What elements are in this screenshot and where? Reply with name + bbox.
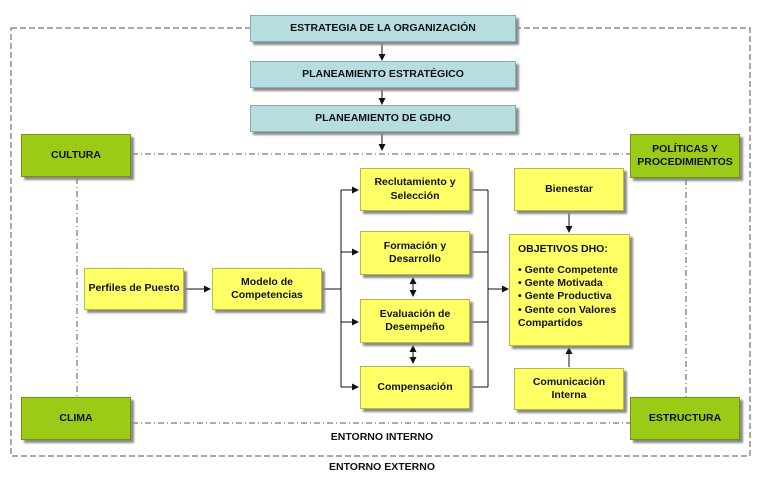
policies-label: POLÍTICAS Y PROCEDIMIENTOS — [637, 142, 733, 168]
evaluation-label: Evaluación de Desempeño — [379, 307, 451, 333]
climate-box: CLIMA — [21, 397, 131, 440]
internal-communication-label: Comunicación Interna — [532, 375, 606, 401]
recruitment-label: Reclutamiento y Selección — [374, 176, 456, 202]
wellbeing-box: Bienestar — [514, 168, 624, 211]
gdho-planning-label: PLANEAMIENTO DE GDHO — [315, 111, 451, 124]
objectives-title: OBJETIVOS DHO: — [518, 243, 608, 255]
strategy-label: ESTRATEGIA DE LA ORGANIZACIÓN — [290, 21, 476, 34]
structure-label: ESTRUCTURA — [648, 411, 722, 424]
job-profiles-box: Perfiles de Puesto — [84, 268, 184, 310]
objective-item: • Gente con Valores Compartidos — [518, 303, 617, 329]
competency-model-label: Modelo de Competencias — [231, 275, 303, 301]
competency-model-box: Modelo de Competencias — [212, 268, 322, 310]
external-environment-label: ENTORNO EXTERNO — [329, 461, 435, 473]
objectives-box: OBJETIVOS DHO: • Gente Competente • Gent… — [509, 234, 630, 346]
internal-communication-box: Comunicación Interna — [514, 368, 624, 410]
culture-label: CULTURA — [51, 148, 101, 161]
objective-item: • Gente Competente — [518, 264, 618, 277]
training-box: Formación y Desarrollo — [360, 231, 470, 275]
job-profiles-label: Perfiles de Puesto — [88, 282, 180, 295]
evaluation-box: Evaluación de Desempeño — [360, 299, 470, 343]
recruitment-box: Reclutamiento y Selección — [360, 168, 470, 211]
climate-label: CLIMA — [59, 411, 93, 424]
gdho-planning-box: PLANEAMIENTO DE GDHO — [250, 105, 516, 132]
objectives-list: • Gente Competente • Gente Motivada • Ge… — [518, 264, 621, 330]
compensation-label: Compensación — [377, 380, 453, 393]
strategic-planning-label: PLANEAMIENTO ESTRATÉGICO — [302, 67, 464, 80]
internal-environment-label: ENTORNO INTERNO — [330, 431, 434, 443]
strategy-box: ESTRATEGIA DE LA ORGANIZACIÓN — [250, 15, 516, 42]
objective-item: • Gente Productiva — [518, 290, 612, 303]
strategic-planning-box: PLANEAMIENTO ESTRATÉGICO — [250, 61, 516, 88]
objective-item: • Gente Motivada — [518, 277, 603, 290]
wellbeing-label: Bienestar — [545, 182, 593, 195]
culture-box: CULTURA — [21, 134, 131, 177]
training-label: Formación y Desarrollo — [383, 239, 447, 265]
structure-box: ESTRUCTURA — [630, 397, 740, 440]
compensation-box: Compensación — [360, 366, 470, 409]
policies-box: POLÍTICAS Y PROCEDIMIENTOS — [630, 134, 740, 178]
